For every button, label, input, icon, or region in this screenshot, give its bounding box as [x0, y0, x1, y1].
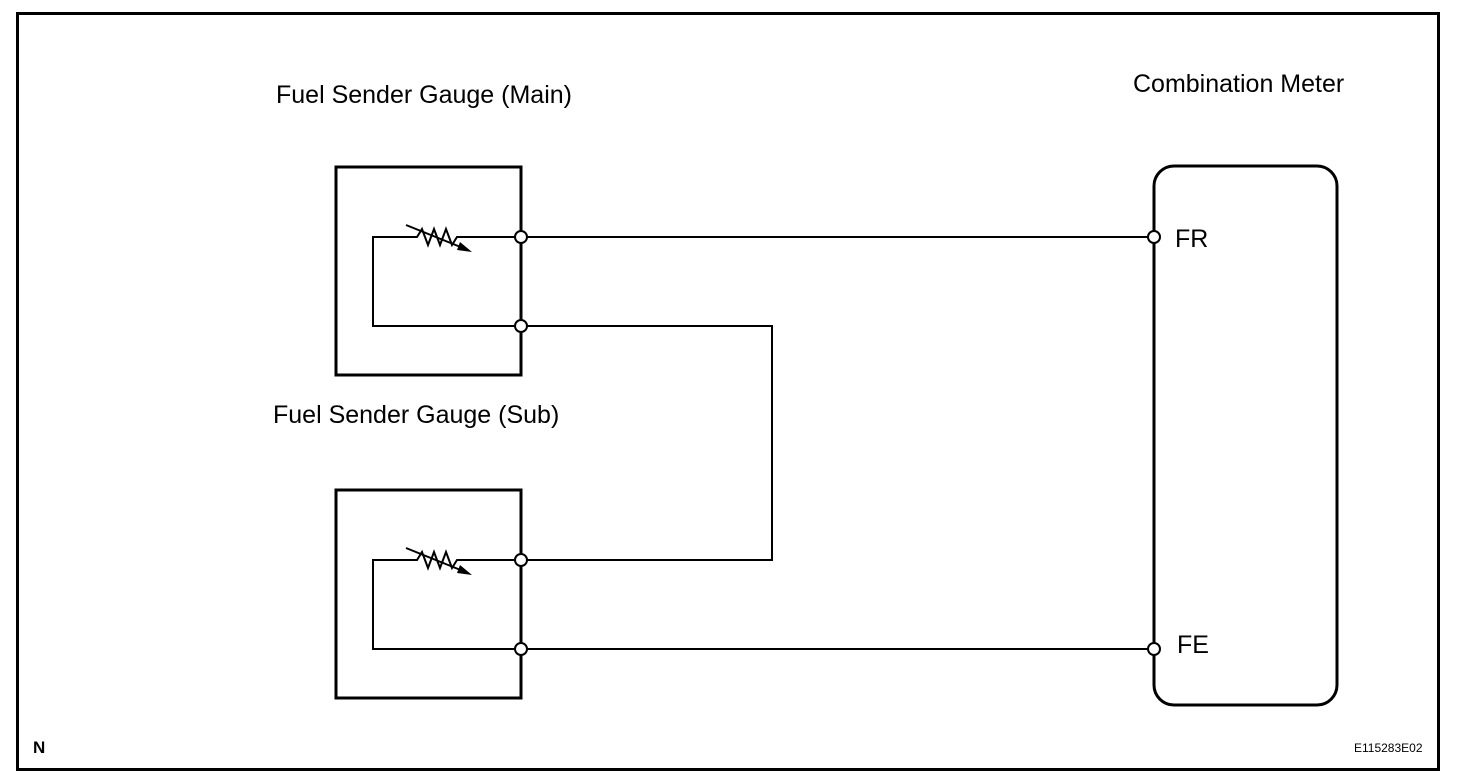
wire-main-to-sub — [521, 325, 773, 561]
main-sender-label: Fuel Sender Gauge (Main) — [276, 81, 572, 109]
sub-sender-loop-wire — [372, 559, 521, 650]
figure-code: E115283E02 — [1354, 741, 1423, 755]
terminal-circle — [514, 642, 528, 656]
terminal-circle — [514, 230, 528, 244]
corner-mark: N — [33, 738, 46, 757]
sub-sender-label: Fuel Sender Gauge (Sub) — [273, 401, 560, 429]
main-variable-resistor-icon — [405, 224, 472, 252]
combination-meter-box — [1152, 164, 1339, 707]
sub-variable-resistor-icon — [405, 547, 472, 575]
terminal-circle — [514, 319, 528, 333]
main-sender-housing — [334, 165, 523, 377]
main-sender-gauge — [334, 165, 523, 377]
combination-meter-label: Combination Meter — [1133, 70, 1345, 98]
sub-sender-gauge — [334, 488, 523, 700]
terminal-fr-circle — [1147, 230, 1161, 244]
terminal-circle — [514, 553, 528, 567]
terminal-fe-circle — [1147, 642, 1161, 656]
sub-sender-housing — [334, 488, 523, 700]
pin-label-fr: FR — [1175, 225, 1209, 253]
main-sender-loop-wire — [372, 236, 521, 327]
pin-label-fe: FE — [1177, 631, 1209, 659]
diagram-frame — [16, 12, 1440, 771]
